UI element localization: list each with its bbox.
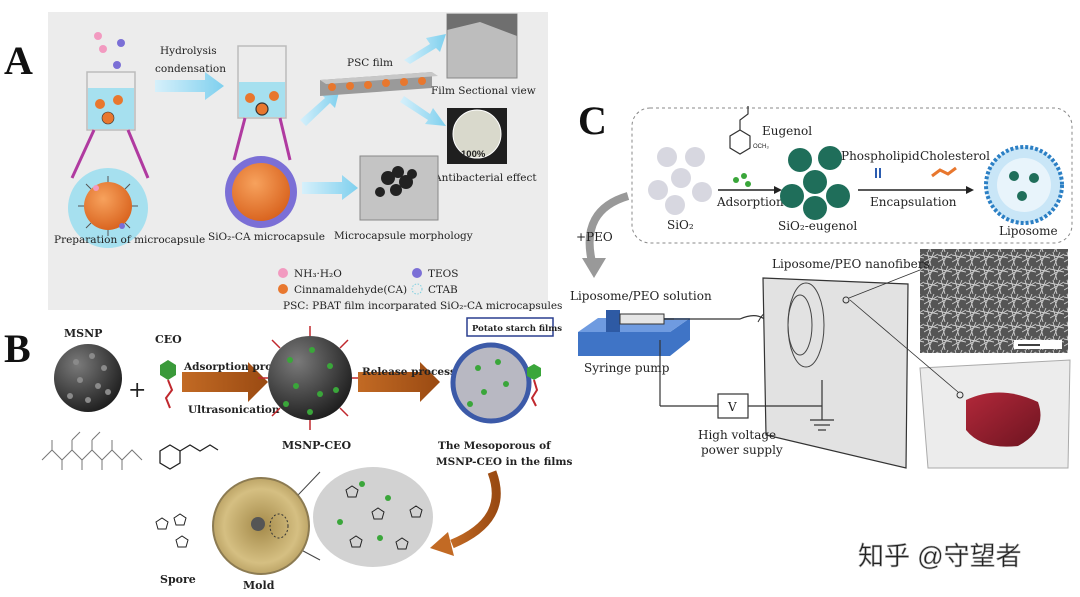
solution-label: Liposome/PEO solution [570, 289, 712, 303]
syringe-pump-label: Syringe pump [584, 361, 670, 375]
panel-b-letter: B [4, 326, 31, 371]
panel-c-letter: C [578, 98, 607, 143]
mesoporous-label-1: The Mesoporous of [438, 440, 552, 452]
sio2-ca-label: SiO₂-CA microcapsule [208, 231, 325, 243]
liposome-process-box [631, 107, 1073, 244]
zoom-lines-2 [232, 117, 292, 161]
v-label: V [727, 400, 737, 414]
panel-a: A Preparation of microcapsule Hydrolysis… [4, 12, 562, 312]
arrow-to-antibacterial [400, 96, 446, 126]
plus-sign: + [128, 378, 146, 403]
ca-droplet [84, 182, 132, 230]
watermark: 知乎 @守望者 [858, 541, 1022, 571]
sio2-eugenol-label: SiO₂-eugenol [778, 219, 857, 233]
ca-core [232, 163, 290, 221]
cholesterol-label: Cholesterol [920, 149, 990, 163]
legend-ca: Cinnamaldehyde(CA) [294, 284, 407, 296]
adsorption-arrow [182, 362, 268, 402]
cholesterol-icon [931, 166, 957, 178]
legend-ctab: CTAB [428, 284, 458, 296]
legend-teos: TEOS [428, 268, 458, 280]
msnp-label: MSNP [64, 327, 102, 340]
peo-label: +PEO [576, 230, 613, 244]
sio2-eugenol-particles [780, 146, 850, 220]
teos-legend-dot [412, 268, 422, 278]
legend-psc-note: PSC: PBAT film incorparated SiO₂-CA micr… [283, 300, 562, 312]
release-arrow [358, 362, 440, 402]
liposome-label: Liposome [999, 224, 1058, 238]
peo-arrow [585, 192, 630, 263]
nanofibers-label: Liposome/PEO nanofibers [772, 257, 930, 271]
legend-nh3: NH₃·H₂O [294, 268, 342, 280]
teos-dot [113, 61, 121, 69]
power-supply-box [717, 393, 749, 419]
film-sectional-label: Film Sectional view [431, 85, 536, 97]
nh3-dot [94, 32, 102, 40]
adsorption-c-label: Adsorption [716, 195, 784, 209]
morphology-label: Microcapsule morphology [334, 230, 473, 242]
hydrolysis-arrow [155, 72, 224, 100]
nh3-dot [99, 45, 107, 53]
psc-film [320, 72, 438, 96]
percent-label: 100% [461, 149, 486, 160]
ceo-molecule [160, 360, 176, 380]
hv-label-1: High voltage [698, 428, 776, 442]
syringe-pump [578, 310, 690, 356]
ceo-label: CEO [155, 333, 182, 346]
cinnamaldehyde-structure [159, 444, 219, 470]
nanofiber-sem-image [920, 249, 1068, 353]
panel-a-letter: A [4, 38, 33, 83]
panel-c: C SiO₂ Eugenol OCH₃ Adsorption SiO₂-euge… [570, 98, 1073, 571]
condensation-label: condensation [155, 63, 226, 75]
och3-label: OCH₃ [753, 144, 769, 150]
arrow-to-morphology [302, 175, 358, 200]
msnp-structure [41, 431, 143, 470]
nh3-legend-dot [278, 268, 288, 278]
hydrolysis-label: Hydrolysis [160, 45, 217, 57]
collector-plate [762, 277, 909, 469]
psc-film-label: PSC film [347, 57, 393, 69]
beaker-2 [237, 45, 287, 119]
mesoporous-label-2: MSNP-CEO in the films [436, 456, 572, 468]
zoom-lines [70, 129, 150, 179]
teos-dot [117, 39, 125, 47]
spore-label: Spore [160, 573, 196, 586]
ctab-legend-dot [411, 283, 423, 295]
legend-a: NH₃·H₂O TEOS Cinnamaldehyde(CA) CTAB PSC… [278, 268, 562, 312]
curved-return-arrow [450, 470, 501, 549]
adsorption-label: Adsorption process [183, 361, 297, 373]
encapsulation-label: Encapsulation [870, 195, 957, 209]
beaker-1 [86, 71, 136, 131]
hv-label-2: power supply [701, 443, 783, 457]
msnp-ceo-particle [268, 336, 352, 420]
eugenol-label: Eugenol [762, 124, 812, 138]
phospholipid-label: Phospholipid [841, 149, 920, 163]
arrow-to-sectional [404, 34, 446, 64]
spore-icons [155, 513, 189, 548]
arrow-to-film [300, 88, 340, 126]
panel-b: B MSNP + CEO Adsorption process Ultrason… [4, 317, 572, 592]
antibacterial-label: Antibacterial effect [433, 172, 537, 184]
phospholipid-icon [875, 168, 881, 178]
mold-label: Mold [243, 579, 275, 592]
sio2-label: SiO₂ [667, 218, 694, 232]
sio2-particles [648, 147, 712, 215]
ultrasonication-label: Ultrasonication [188, 404, 280, 416]
prep-label: Preparation of microcapsule [54, 234, 205, 246]
potato-box [466, 317, 554, 337]
film-cross-section [450, 342, 532, 424]
eugenol-structure [729, 106, 751, 155]
msnp-ceo-label: MSNP-CEO [282, 439, 352, 452]
potato-label: Potato starch films [472, 324, 562, 334]
ca-legend-dot [278, 284, 288, 294]
release-label: Release process [362, 366, 456, 378]
